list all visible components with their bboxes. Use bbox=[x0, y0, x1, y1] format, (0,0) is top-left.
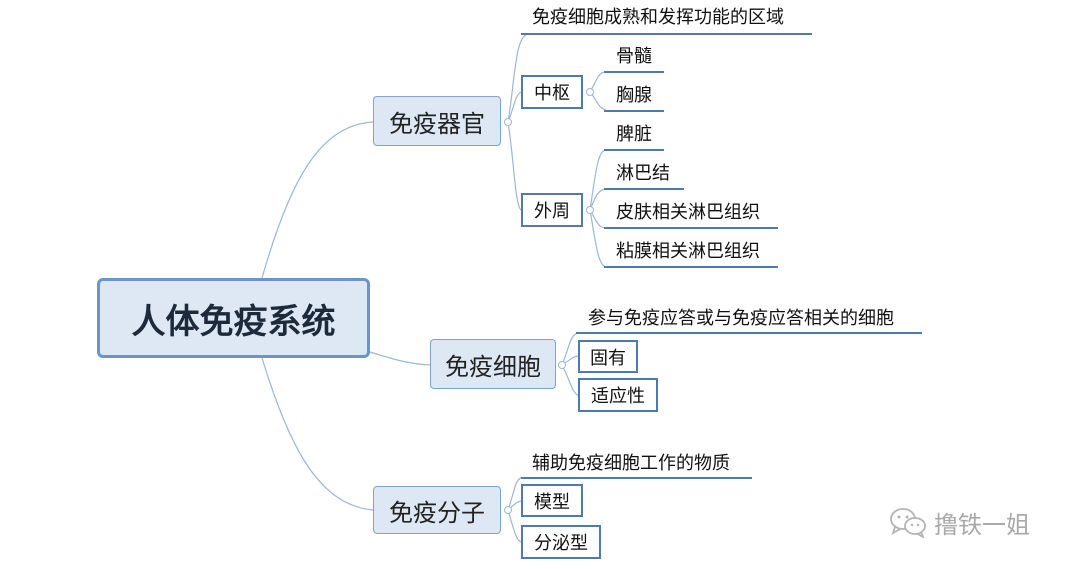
innate-node[interactable]: 固有 bbox=[578, 340, 638, 373]
leaf-lymph-node[interactable]: 淋巴结 bbox=[616, 163, 670, 184]
peripheral-node[interactable]: 外周 bbox=[521, 193, 583, 227]
watermark: 撸铁一姐 bbox=[888, 505, 1030, 539]
connector-root-cells bbox=[369, 351, 431, 366]
connector-molecules-secretory bbox=[507, 509, 522, 543]
connector-organs-peripheral bbox=[507, 121, 522, 211]
collapse-dot-molecules bbox=[504, 506, 512, 514]
connector-root-molecules bbox=[261, 357, 374, 511]
molecules-description[interactable]: 辅助免疫细胞工作的物质 bbox=[532, 453, 730, 474]
collapse-dot-organs bbox=[504, 118, 512, 126]
leaf-thymus[interactable]: 胸腺 bbox=[616, 85, 652, 106]
secretory-node[interactable]: 分泌型 bbox=[521, 525, 601, 559]
connector-organs-desc bbox=[507, 33, 529, 123]
cells-node[interactable]: 免疫细胞 bbox=[430, 339, 556, 389]
leaf-spleen[interactable]: 脾脏 bbox=[616, 124, 652, 145]
collapse-dot-central bbox=[586, 88, 594, 96]
adaptive-node[interactable]: 适应性 bbox=[578, 378, 658, 412]
organs-description[interactable]: 免疫细胞成熟和发挥功能的区域 bbox=[532, 7, 784, 28]
connector-peripheral-mucosa bbox=[589, 209, 607, 268]
collapse-dot-peripheral bbox=[586, 206, 594, 214]
connector-peripheral-spleen bbox=[589, 149, 607, 211]
molecules-node[interactable]: 免疫分子 bbox=[373, 486, 501, 534]
watermark-text: 撸铁一姐 bbox=[934, 510, 1030, 539]
central-node[interactable]: 中枢 bbox=[521, 75, 583, 109]
collapse-dot-cells bbox=[558, 361, 566, 369]
connector-molecules-desc bbox=[507, 477, 522, 511]
connector-cells-adaptive bbox=[561, 364, 579, 396]
root-node[interactable]: 人体免疫系统 bbox=[97, 278, 370, 358]
model-node[interactable]: 模型 bbox=[521, 484, 583, 517]
connector-root-organs bbox=[261, 121, 374, 279]
leaf-bone-marrow[interactable]: 骨髓 bbox=[616, 46, 652, 67]
organs-node[interactable]: 免疫器官 bbox=[373, 96, 501, 146]
leaf-skin-lymphoid[interactable]: 皮肤相关淋巴组织 bbox=[616, 202, 760, 223]
cells-description[interactable]: 参与免疫应答或与免疫应答相关的细胞 bbox=[588, 308, 894, 329]
wechat-icon bbox=[890, 508, 926, 538]
leaf-mucosa-lymphoid[interactable]: 粘膜相关淋巴组织 bbox=[616, 241, 760, 262]
